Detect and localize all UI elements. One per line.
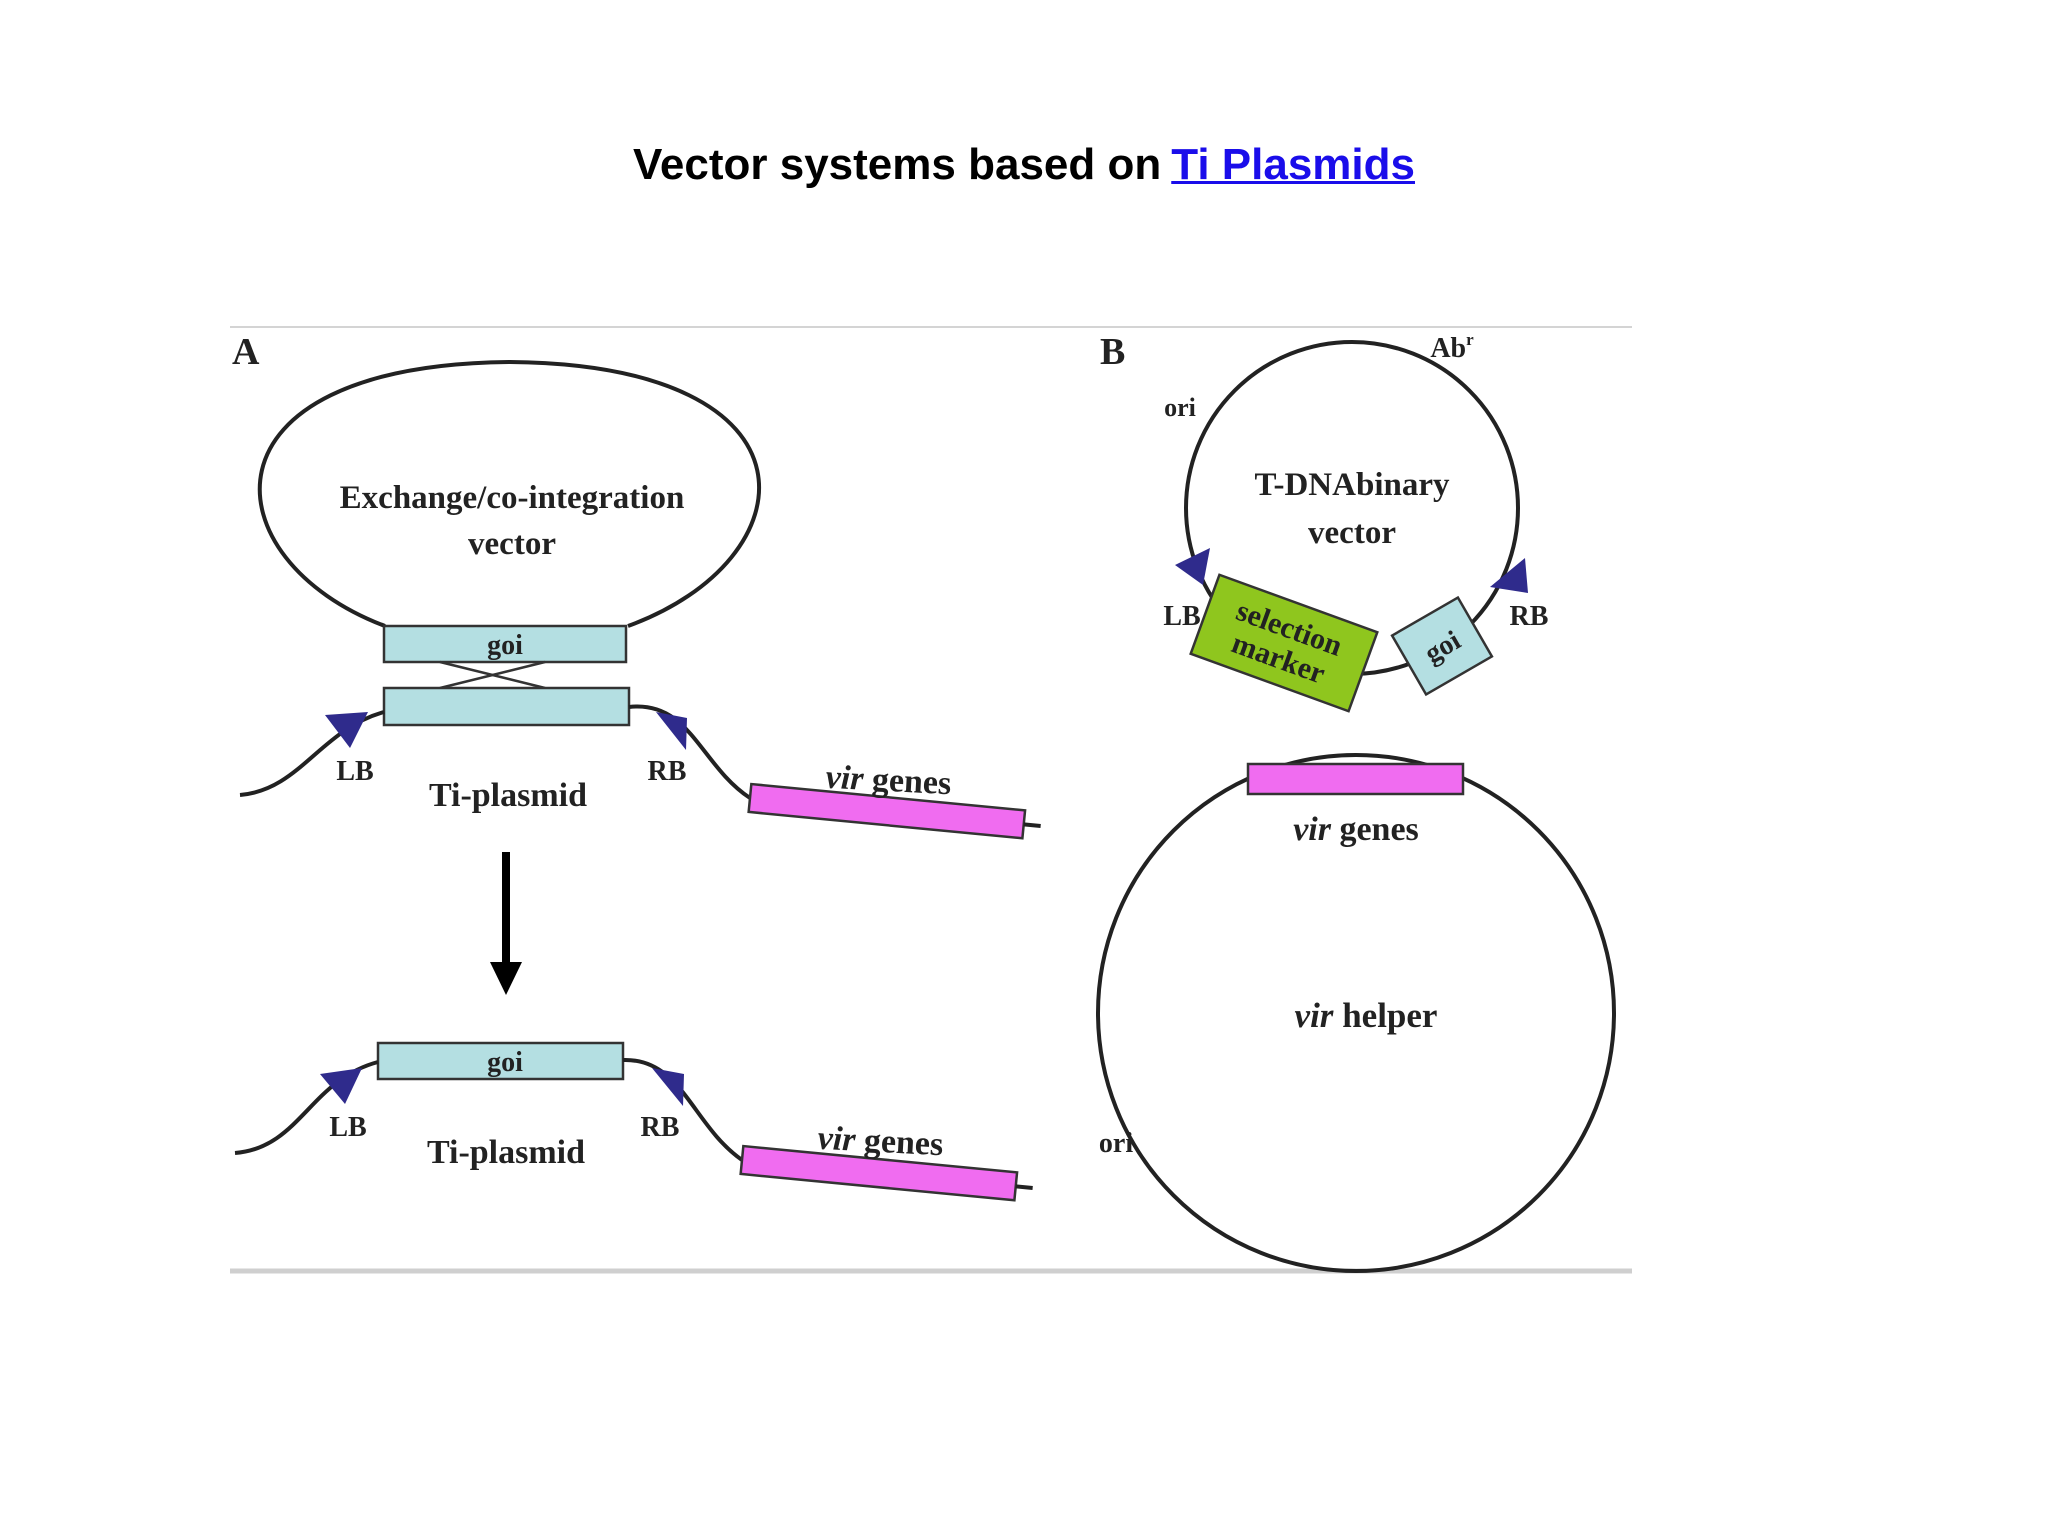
- ori-bottom-label: ori: [1099, 1128, 1133, 1159]
- exchange-vector-label-line2: vector: [468, 526, 556, 562]
- lb-border-arrow-icon: [325, 712, 368, 748]
- down-arrow-head: [490, 962, 522, 995]
- result-vir-genes-bar: [739, 1144, 1033, 1202]
- binary-rb-label: RB: [1510, 601, 1549, 632]
- vir-helper-label: vir helper: [1295, 996, 1438, 1035]
- ori-top-label: ori: [1164, 393, 1196, 422]
- binary-lb-label: LB: [1163, 601, 1200, 632]
- helper-vir-genes-label: vir genes: [1293, 811, 1419, 848]
- binary-lb-border-arrow-icon: [1175, 548, 1210, 585]
- vir-genes-label: vir genes: [825, 759, 952, 803]
- result-lb-label: LB: [329, 1112, 366, 1143]
- title-text: Vector systems based on: [633, 140, 1162, 189]
- ti-plasmid-target-box: [382, 686, 631, 727]
- rb-label: RB: [648, 756, 687, 787]
- vector-goi-box: [382, 624, 628, 664]
- ab-resistance-label: Abr: [1430, 330, 1474, 364]
- rb-border-arrow-icon: [656, 712, 687, 750]
- panel-b-label: B: [1100, 331, 1125, 373]
- binary-vector-label-line2: vector: [1308, 515, 1396, 551]
- crossover-line-2: [439, 660, 546, 690]
- helper-vir-genes-bar: [1246, 762, 1465, 796]
- lb-label: LB: [336, 756, 373, 787]
- selection-marker-box: selection marker: [1189, 573, 1379, 713]
- result-rb-label: RB: [641, 1112, 680, 1143]
- binary-vector-label-line1: T-DNAbinary: [1255, 467, 1450, 503]
- result-lb-border-arrow-icon: [320, 1068, 362, 1104]
- exchange-vector-loop: [257, 359, 762, 628]
- result-goi-box: [376, 1041, 625, 1081]
- vir-genes-bar: [747, 782, 1041, 840]
- result-right-dna: [622, 1057, 744, 1162]
- result-goi-label: goi: [487, 1047, 523, 1078]
- ti-plasmid-label: Ti-plasmid: [429, 777, 587, 814]
- binary-rb-border-arrow-icon: [1490, 558, 1528, 593]
- vir-helper-circle: [1096, 753, 1616, 1273]
- binary-goi-box: goi: [1390, 595, 1494, 697]
- result-ti-plasmid-label: Ti-plasmid: [427, 1134, 585, 1171]
- vector-goi-label: goi: [487, 630, 523, 661]
- ti-plasmid-right-dna: [628, 704, 752, 800]
- result-rb-border-arrow-icon: [652, 1068, 684, 1106]
- panel-a-label: A: [232, 331, 260, 373]
- result-vir-genes-label: vir genes: [817, 1120, 944, 1164]
- exchange-vector-label-line1: Exchange/co-integration: [340, 480, 685, 516]
- ti-plasmids-link[interactable]: Ti Plasmids: [1171, 140, 1415, 189]
